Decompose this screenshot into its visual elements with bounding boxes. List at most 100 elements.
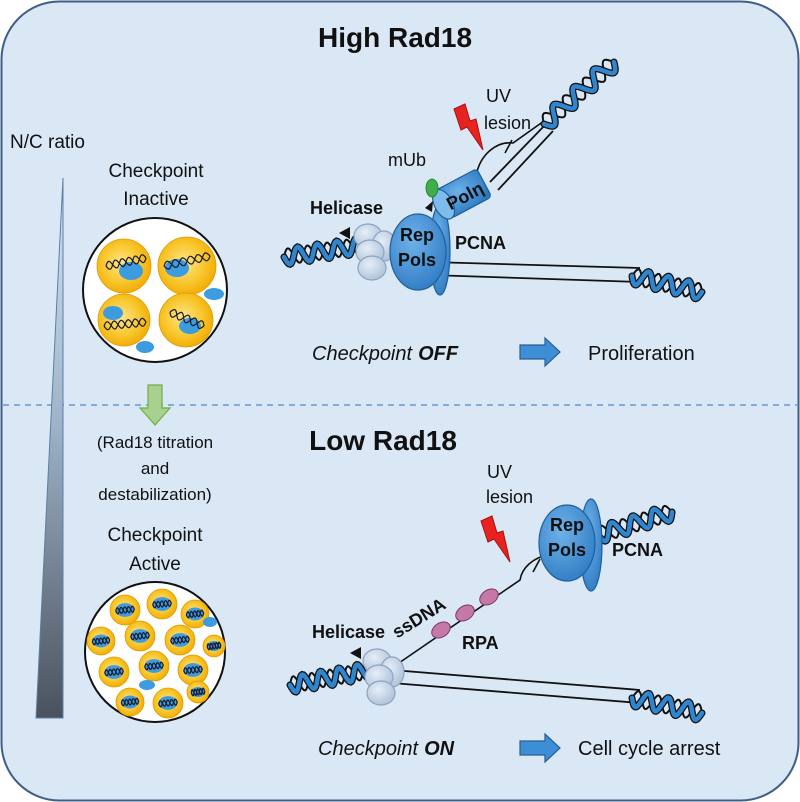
chromatin-dna [169,311,205,330]
bottom-helicase-direction-arrow [350,647,361,659]
transition-note-line3: destabilization) [98,485,211,504]
bottom-lower-duplex-strand-2 [391,682,641,704]
bottom-right-lower-helix-front-strand [629,691,705,723]
checkpoint-on-word: Checkpoint [318,738,420,760]
top-rep-label: Rep [400,225,434,245]
chromatin-dna [169,308,205,327]
rpa-beads [431,588,499,639]
top-lower-duplex-strand-2 [429,274,641,283]
cell [177,654,209,686]
cell-field-circle-top [82,217,228,363]
chromatin-dna [144,661,164,671]
nucleus [158,696,178,710]
top-lesion-template-strand [475,120,545,177]
cell [109,594,141,626]
cell [146,588,178,620]
top-helicase-direction-arrow [339,227,350,239]
top-upper-duplex-strand-2 [497,130,554,191]
chromatin-dna [185,609,205,619]
bottom-helicase [362,648,405,706]
cell [96,238,152,294]
bottom-pcna-label: PCNA [612,540,663,560]
chromatin-dna [185,609,205,619]
free-blue-blob [203,617,217,627]
checkpoint-inactive-line2: Inactive [123,189,188,210]
chromatin-dna [183,665,203,675]
chromatin-dna [190,687,206,697]
rpa-bead [479,588,499,606]
bottom-right-upper-helix [594,504,676,545]
cells-top [96,236,224,353]
chromatin-dna [163,253,211,269]
top-uv-label: UV [486,86,511,106]
chromatin-dna [115,605,135,615]
nucleus [104,665,124,679]
chromatin-dna [206,641,222,651]
chromatin-dna [183,665,203,675]
bottom-right-upper-helix-front-strand [595,506,675,544]
top-helicase-subunit [357,255,387,281]
nucleus [144,659,164,673]
cell [86,626,116,656]
top-right-upper-helix-front-strand [541,59,618,129]
top-right-upper-helix-back-strand [541,58,615,125]
top-right-lower-helix-front-strand [629,269,705,302]
bottom-pols-label: Pols [548,540,586,560]
chromatin-dna [170,635,190,645]
chromatin-dna [120,697,140,707]
top-lower-duplex-strand-1 [429,261,641,269]
rpa-bead [455,604,475,622]
cell [98,656,130,688]
nucleus [152,597,172,611]
top-pols-label: Pols [398,250,436,270]
low-nc-cell-field [84,581,226,723]
chromatin-dna [105,255,147,269]
cell [138,650,170,682]
cell [97,293,151,347]
top-right-upper-helix [540,58,619,130]
bottom-left-parental-helix-back-strand [289,661,373,692]
low-rad18-title: Low Rad18 [309,425,457,456]
nucleus [119,262,143,280]
top-pol-eta [432,169,491,220]
bottom-lesion-label: lesion [486,487,533,507]
chromatin-dna [152,599,172,609]
top-lightning-bolt-icon [453,103,484,151]
top-pcna-label: PCNA [455,233,506,253]
chromatin-dna [152,599,172,609]
nucleus [115,603,135,617]
top-rep-pols [389,213,447,291]
rpa-bead [431,621,451,639]
nucleus [130,629,150,643]
free-blue-blob [204,288,224,300]
bottom-left-parental-helix [286,660,376,696]
chromatin-dna [104,667,124,677]
bottom-helicase-subunit [366,680,396,706]
top-helicase-label: Helicase [310,198,383,218]
top-uv-lesion-mark [504,139,513,154]
checkpoint-active-line2: Active [129,554,181,575]
cell [124,620,156,652]
bottom-rep-pols [538,504,596,582]
chromatin-dna [103,318,147,330]
free-blue-blob [136,341,154,353]
proliferation-outcome: Proliferation [588,343,695,365]
transition-down-arrow [138,384,172,426]
nc-ratio-label: N/C ratio [10,132,85,153]
top-right-lower-helix [628,267,706,303]
checkpoint-inactive-line1: Checkpoint [108,161,204,182]
transition-note-line1: (Rad18 titration [97,433,213,452]
checkpoint-off-state: OFF [418,343,459,365]
bottom-lightning-bolt-icon [480,515,511,563]
top-result-arrow [519,336,561,368]
chromatin-dna [206,641,222,651]
nucleus [103,306,123,320]
chromatin-dna [91,636,111,646]
top-upper-duplex-strand-1 [489,123,547,183]
cell [180,599,210,629]
top-lesion-label: lesion [484,113,531,133]
cell [164,624,196,656]
